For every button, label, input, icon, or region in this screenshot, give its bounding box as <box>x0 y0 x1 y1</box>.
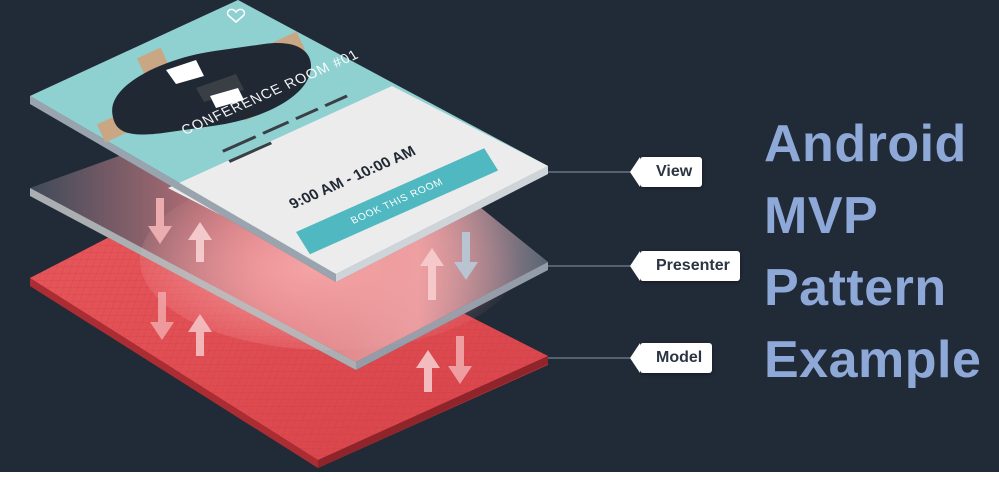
view-label: View <box>629 157 703 187</box>
diagram-canvas: CONFERENCE ROOM #01 9:00 AM - 10:00 AM B… <box>0 0 999 472</box>
conference-table-illustration <box>96 31 312 143</box>
presenter-view-arrows-left <box>148 198 212 262</box>
presenter-label: Presenter <box>630 251 740 281</box>
title-line-android: Android <box>764 115 967 173</box>
title-line-pattern: Pattern <box>764 259 947 317</box>
model-presenter-arrows-left <box>150 292 212 356</box>
heart-outline-icon <box>226 8 246 24</box>
title-line-mvp: MVP <box>764 187 879 245</box>
model-label: Model <box>629 343 713 373</box>
presenter-view-arrows-right <box>420 232 478 300</box>
model-presenter-arrows-right <box>416 336 472 392</box>
title-line-example: Example <box>764 331 982 389</box>
page-title: Android MVP Pattern Example <box>764 108 999 396</box>
label-connectors <box>548 171 634 359</box>
